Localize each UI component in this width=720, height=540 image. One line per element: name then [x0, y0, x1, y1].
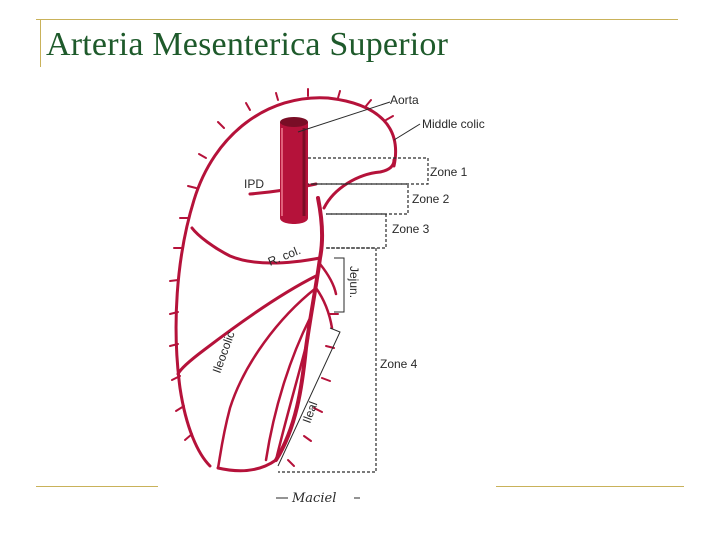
jejunal-branch-2 [314, 286, 334, 330]
right-colic-artery [190, 226, 322, 265]
signature-text: Maciel [291, 491, 336, 506]
ipd-label: IPD [244, 177, 264, 191]
zone-brackets [278, 157, 429, 473]
zone2-label: Zone 2 [412, 192, 450, 206]
zone3-label: Zone 3 [392, 222, 430, 236]
middle-colic-leader [393, 123, 421, 141]
middle-colic-label: Middle colic [422, 117, 485, 131]
slide-title: Arteria Mesenterica Superior [46, 26, 449, 63]
aorta-label: Aorta [390, 93, 419, 107]
sma-diagram: Aorta Middle colic Zone 1 Zone 2 Zone 3 … [158, 88, 496, 510]
zone3-bracket [326, 213, 387, 249]
ileocolic-label: Ileocolic [210, 329, 238, 375]
sma-trunk [274, 196, 325, 462]
aorta-leader [297, 101, 391, 133]
bottom-rule-right [496, 486, 684, 487]
jejun-bracket [334, 257, 345, 313]
r-col-label: R. col. [266, 243, 303, 269]
aorta-top [280, 117, 308, 127]
top-rule [36, 19, 678, 20]
bottom-rule-left [36, 486, 158, 487]
vasa-recta [169, 88, 394, 467]
jejunal-branch-1 [318, 262, 338, 296]
left-accent-rule [40, 19, 41, 67]
zone1-label: Zone 1 [430, 165, 468, 179]
jejun-label: Jejun. [347, 266, 361, 298]
zone4-bracket [278, 247, 377, 473]
ileal-bracket [277, 327, 341, 467]
aorta-body [280, 122, 308, 224]
zone1-bracket [308, 157, 429, 185]
leader-lines [277, 101, 421, 467]
terminal-ileal-artery [216, 458, 278, 473]
marginal-arcade-outer [174, 96, 397, 468]
ileal-branch-2 [274, 336, 310, 462]
sma-illustration: Aorta Middle colic Zone 1 Zone 2 Zone 3 … [169, 88, 485, 506]
ileocolic-arcade [216, 286, 318, 470]
artist-signature: Maciel [276, 491, 360, 506]
aorta-vessel [280, 117, 308, 224]
zone4-label: Zone 4 [380, 357, 418, 371]
ileal-branch-1 [264, 316, 312, 462]
artery-branches [174, 96, 397, 473]
ileocolic-artery [176, 274, 318, 376]
middle-colic-artery [322, 158, 396, 210]
ileal-label: Ileal [300, 400, 321, 425]
